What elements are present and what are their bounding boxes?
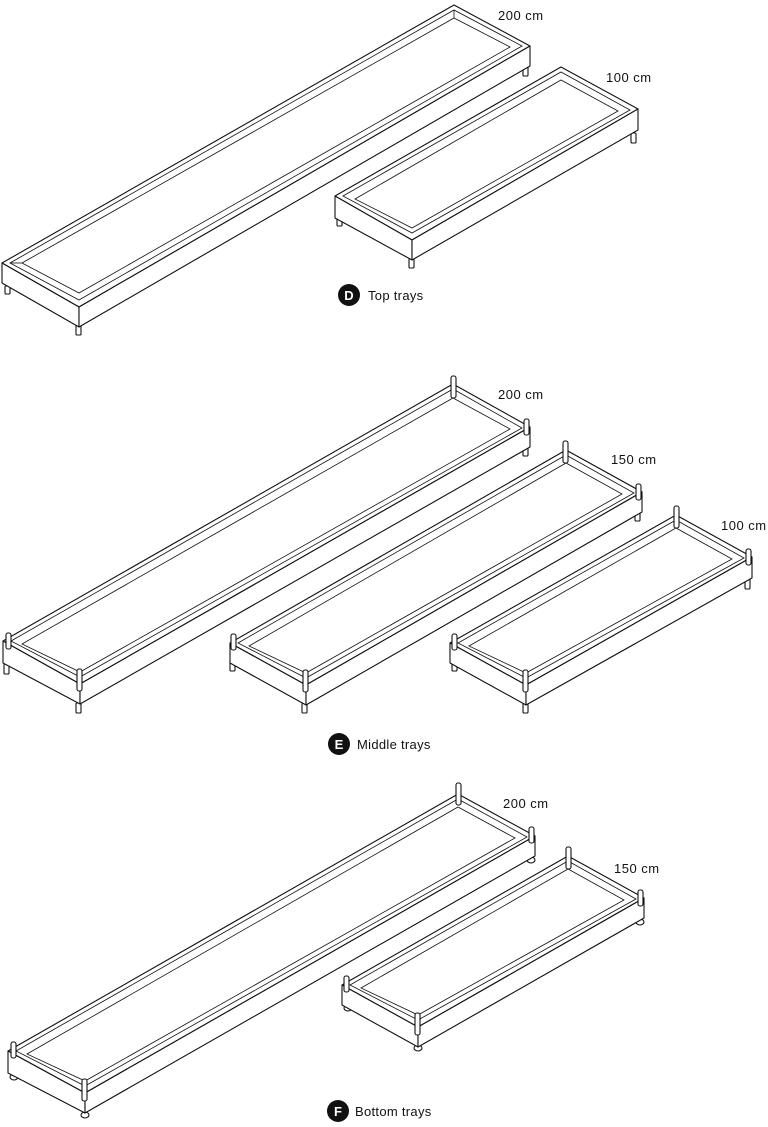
- badge-letter: F: [334, 1104, 342, 1119]
- badge-letter: D: [344, 288, 353, 303]
- tray-middle-100: [449, 505, 753, 714]
- group-middle-trays: 200 cm 150 cm: [2, 375, 767, 755]
- caption-text: Top trays: [368, 288, 424, 303]
- caption-text: Middle trays: [357, 737, 431, 752]
- caption-top-trays: D Top trays: [338, 284, 424, 306]
- tray-length-label: 100 cm: [721, 518, 767, 533]
- tray-length-label: 150 cm: [614, 861, 660, 876]
- tray-length-label: 100 cm: [606, 70, 652, 85]
- badge-circle: [327, 1100, 349, 1122]
- tray-length-label: 200 cm: [503, 796, 549, 811]
- caption-middle-trays: E Middle trays: [328, 733, 431, 755]
- tray-top-100: [334, 66, 639, 269]
- tray-bottom-200: [7, 782, 536, 1119]
- tray-length-label: 200 cm: [498, 387, 544, 402]
- tray-length-label: 200 cm: [498, 8, 544, 23]
- badge-letter: E: [335, 737, 344, 752]
- tray-length-label: 150 cm: [611, 452, 657, 467]
- caption-text: Bottom trays: [355, 1104, 432, 1119]
- group-bottom-trays: 200 cm 150 cm F Bottom trays: [7, 782, 660, 1122]
- caption-bottom-trays: F Bottom trays: [327, 1100, 432, 1122]
- group-top-trays: 200 cm 100 cm D Top trays: [1, 4, 652, 336]
- tray-top-200: [1, 4, 531, 336]
- badge-circle: [328, 733, 350, 755]
- tray-middle-150: [229, 440, 643, 714]
- badge-circle: [338, 284, 360, 306]
- tray-bottom-150: [341, 846, 645, 1052]
- tray-middle-200: [2, 375, 531, 714]
